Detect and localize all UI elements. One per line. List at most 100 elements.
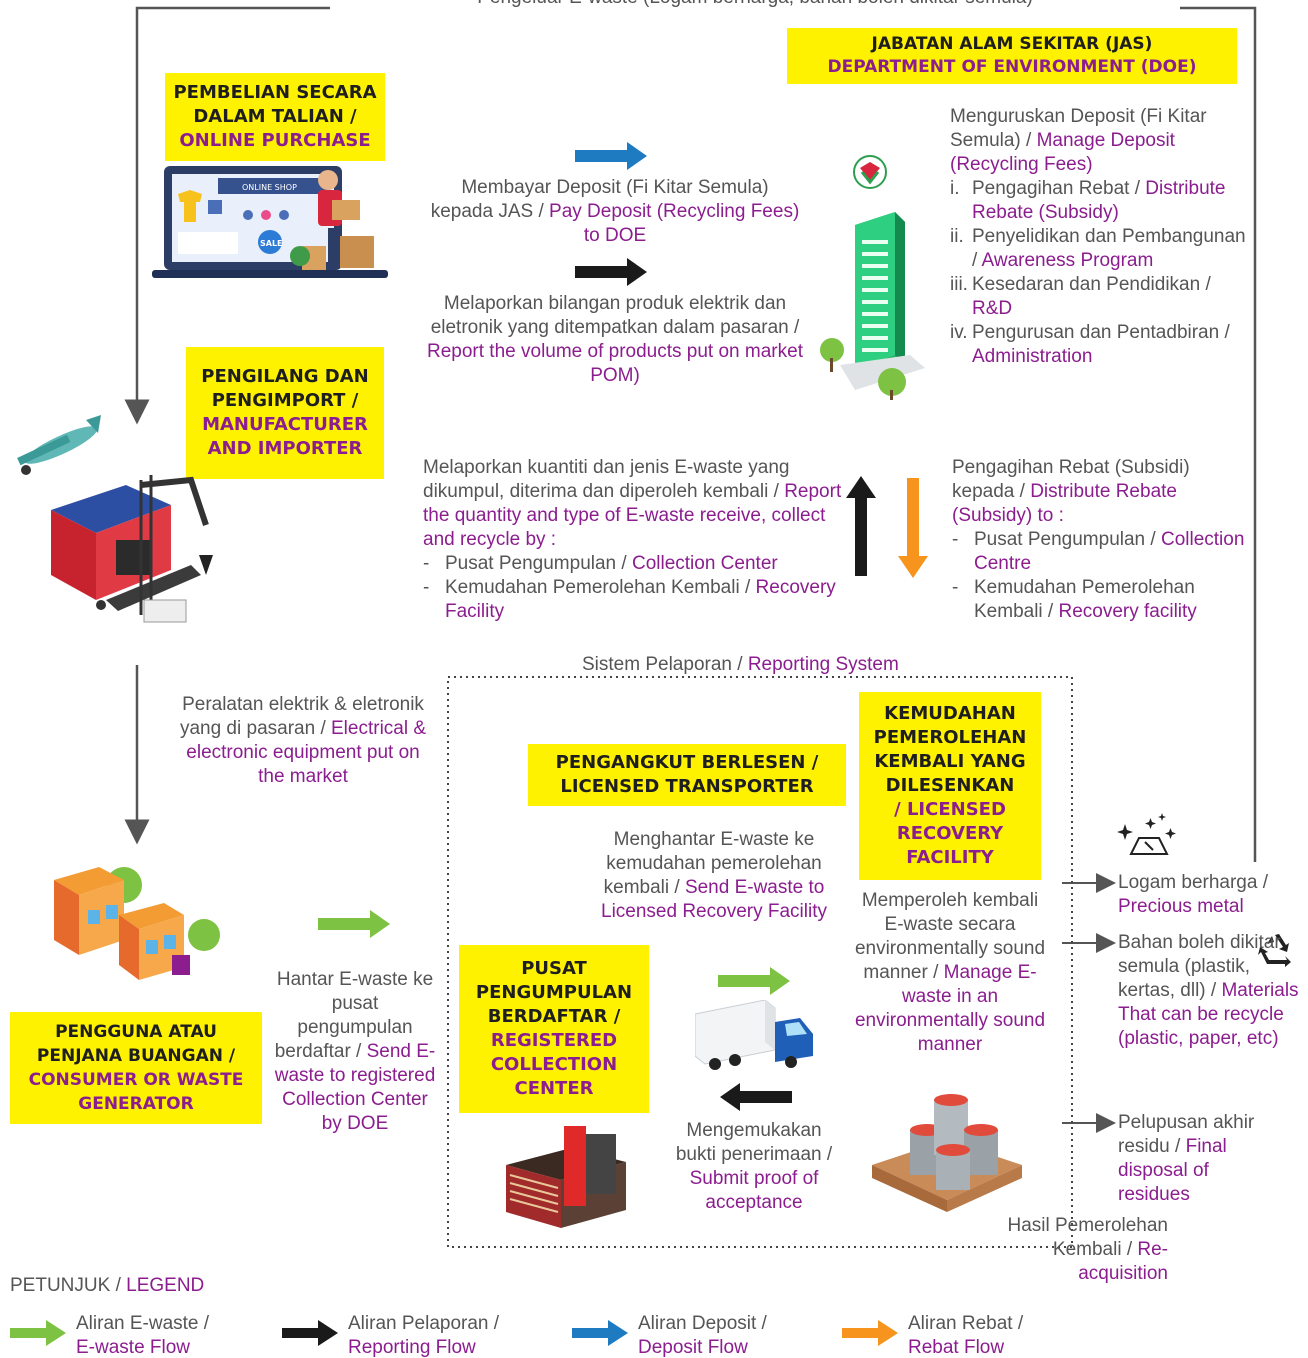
online-shop-illustration: ONLINE SHOP SALE bbox=[152, 160, 392, 282]
report-ewaste-en: Report the quantity and type of E-waste … bbox=[423, 481, 842, 550]
doe-item-en: Awareness Program bbox=[981, 250, 1154, 271]
send-recovery-text: Menghantar E-waste ke kemudahan pemerole… bbox=[580, 828, 848, 924]
recyclable-en: Materials That can be recycle (plastic, … bbox=[1118, 980, 1299, 1049]
manage-env-en: Manage E-waste in an environmentally sou… bbox=[854, 962, 1046, 1055]
legend-reporting-arrow-icon bbox=[282, 1320, 338, 1346]
proof-ms: Mengemukakan bukti penerimaan / bbox=[675, 1120, 833, 1165]
doe-item-ms: Pengurusan dan Pentadbiran / bbox=[972, 322, 1230, 343]
legend-item-ms: Aliran Pelaporan / bbox=[348, 1313, 500, 1334]
doe-item-num: ii. bbox=[950, 226, 964, 247]
rebate-item-ms: Pusat Pengumpulan / bbox=[974, 529, 1156, 550]
report-ewaste-item: -Pusat Pengumpulan / Collection Center bbox=[423, 553, 778, 574]
report-pom-ms: Melaporkan bilangan produk elektrik dan … bbox=[430, 293, 800, 338]
send-collection-en: Send E-waste to registered Collection Ce… bbox=[274, 1041, 436, 1134]
manage-env-text: Memperoleh kembali E-waste secara enviro… bbox=[852, 889, 1048, 1057]
reporting-system-label: Sistem Pelaporan / Reporting System bbox=[582, 653, 982, 677]
legend-item-ms: Aliran E-waste / bbox=[76, 1313, 210, 1334]
report-pom-text: Melaporkan bilangan produk elektrik dan … bbox=[420, 292, 810, 388]
recovery-plant-illustration bbox=[872, 1090, 1027, 1212]
doe-item-en: Administration bbox=[972, 346, 1093, 367]
disposal-ms: Pelupusan akhir residu / bbox=[1118, 1112, 1255, 1157]
proof-text: Mengemukakan bukti penerimaan / Submit p… bbox=[664, 1119, 844, 1215]
doe-item-num: iii. bbox=[950, 274, 968, 295]
recovery-box: KEMUDAHAN PEMEROLEHAN KEMBALI YANG DILES… bbox=[859, 692, 1041, 880]
doe-title-ms: JABATAN ALAM SEKITAR (JAS) bbox=[871, 34, 1153, 54]
recyclable-text: Bahan boleh dikitar semula (plastik, ker… bbox=[1118, 931, 1304, 1051]
transporter-box: PENGANGKUT BERLESEN / LICENSED TRANSPORT… bbox=[528, 744, 846, 806]
report-ewaste-item-ms: Pusat Pengumpulan / bbox=[445, 553, 627, 574]
send-collection-ms: Hantar E-waste ke pusat pengumpulan berd… bbox=[274, 969, 434, 1062]
consumer-box: PENGGUNA ATAU PENJANA BUANGAN / CONSUMER… bbox=[10, 1012, 262, 1124]
precious-metal-text: Logam berharga / Precious metal bbox=[1118, 871, 1308, 919]
doe-item-en: Distribute Rebate (Subsidy) bbox=[972, 178, 1226, 223]
rebate-down-arrow-icon bbox=[898, 478, 928, 578]
consumer-title-en: CONSUMER OR WASTE GENERATOR bbox=[28, 1070, 244, 1114]
doe-item: iv. Pengurusan dan Pentadbiran / Adminis… bbox=[950, 321, 1250, 369]
report-ewaste-item: -Kemudahan Pemerolehan Kembali / Recover… bbox=[423, 577, 836, 622]
rebate-en: Distribute Rebate (Subsidy) to : bbox=[952, 481, 1177, 526]
doe-item-ms: Kesedaran dan Pendidikan / bbox=[972, 274, 1211, 295]
legend-item-en: Reporting Flow bbox=[348, 1337, 476, 1358]
doe-item-num: iv. bbox=[950, 322, 968, 343]
precious-en: Precious metal bbox=[1118, 896, 1244, 917]
equipment-en: Electrical & electronic equipment put on… bbox=[186, 718, 427, 787]
legend-deposit-arrow-icon bbox=[572, 1320, 628, 1346]
consumer-title-ms: PENGGUNA ATAU PENJANA BUANGAN / bbox=[36, 1022, 236, 1066]
factory-illustration bbox=[6, 415, 226, 640]
pay-deposit-ms: Membayar Deposit (Fi Kitar Semula) kepad… bbox=[430, 177, 769, 222]
legend-item: Aliran E-waste / E-waste Flow bbox=[10, 1312, 270, 1358]
doe-manage-en: Manage Deposit (Recycling Fees) bbox=[950, 130, 1175, 175]
doe-building-illustration bbox=[810, 150, 930, 400]
online-title-ms: PEMBELIAN SECARA DALAM TALIAN / bbox=[173, 82, 377, 127]
top-caption: Pengeluar E-waste (Logam berharga, bahan… bbox=[330, 0, 1180, 10]
report-ewaste-item-ms: Kemudahan Pemerolehan Kembali / bbox=[445, 577, 751, 598]
reacquisition-ms: Hasil Pemerolehan Kembali / bbox=[1007, 1215, 1168, 1260]
recovery-title-en: / LICENSED RECOVERY FACILITY bbox=[894, 799, 1006, 868]
precious-metal-icon bbox=[1115, 812, 1185, 862]
rebate-text: Pengagihan Rebat (Subsidi) kepada / Dist… bbox=[952, 456, 1252, 624]
reacquisition-en: Re-acquisition bbox=[1078, 1239, 1168, 1284]
doe-item-ms: Penyelidikan dan Pembangunan / bbox=[972, 226, 1246, 271]
doe-item-en: R&D bbox=[972, 298, 1013, 319]
doe-item-ms: Pengagihan Rebat / bbox=[972, 178, 1140, 199]
doe-logo-icon bbox=[820, 155, 925, 400]
legend-title: PETUNJUK / LEGEND bbox=[10, 1274, 204, 1298]
legend-item-en: E-waste Flow bbox=[76, 1337, 191, 1358]
send-recovery-en: Send E-waste to Licensed Recovery Facili… bbox=[601, 877, 827, 922]
deposit-arrow-icon bbox=[575, 142, 647, 170]
collection-title-ms: PUSAT PENGUMPULAN BERDAFTAR / bbox=[475, 958, 633, 1027]
disposal-text: Pelupusan akhir residu / Final disposal … bbox=[1118, 1111, 1278, 1207]
manufacturer-title-en: MANUFACTURER AND IMPORTER bbox=[202, 414, 368, 459]
legend-title-en: LEGEND bbox=[126, 1275, 205, 1296]
legend-item-en: Deposit Flow bbox=[638, 1337, 748, 1358]
doe-title-box: JABATAN ALAM SEKITAR (JAS) DEPARTMENT OF… bbox=[787, 28, 1237, 84]
recycle-icon bbox=[1255, 932, 1295, 970]
houses-illustration bbox=[44, 855, 224, 985]
proof-en: Submit proof of acceptance bbox=[689, 1168, 819, 1213]
legend-item: Aliran Pelaporan / Reporting Flow bbox=[282, 1312, 562, 1358]
doe-manage-ms: Menguruskan Deposit (Fi Kitar Semula) / bbox=[950, 106, 1207, 151]
report-up-arrow-icon bbox=[846, 476, 876, 576]
report-ewaste-item-en: Collection Center bbox=[631, 553, 778, 574]
collection-building-illustration bbox=[496, 1120, 636, 1230]
sale-label: SALE bbox=[260, 239, 283, 248]
reporting-system-en: Reporting System bbox=[747, 654, 899, 675]
reporting-system-ms: Sistem Pelaporan / bbox=[582, 654, 743, 675]
rebate-item-en: Collection Centre bbox=[974, 529, 1245, 574]
send-collection-text: Hantar E-waste ke pusat pengumpulan berd… bbox=[272, 968, 438, 1136]
rebate-item-en: Recovery facility bbox=[1058, 601, 1197, 622]
airplane-icon bbox=[17, 415, 101, 475]
reacquisition-text: Hasil Pemerolehan Kembali / Re-acquisiti… bbox=[985, 1214, 1168, 1286]
equipment-text: Peralatan elektrik & eletronik yang di p… bbox=[178, 693, 428, 789]
rebate-item: -Kemudahan Pemerolehan Kembali / Recover… bbox=[952, 577, 1197, 622]
rebate-item-ms: Kemudahan Pemerolehan Kembali / bbox=[974, 577, 1195, 622]
legend-item: Aliran Rebat /Rebat Flow bbox=[842, 1312, 1102, 1358]
recovery-title-ms: KEMUDAHAN PEMEROLEHAN KEMBALI YANG DILES… bbox=[873, 703, 1027, 796]
doe-description: Menguruskan Deposit (Fi Kitar Semula) / … bbox=[950, 105, 1250, 369]
recyclable-ms: Bahan boleh dikitar semula (plastik, ker… bbox=[1118, 932, 1281, 1001]
pay-deposit-en: Pay Deposit (Recycling Fees) to DOE bbox=[549, 201, 800, 246]
online-title-en: ONLINE PURCHASE bbox=[179, 130, 371, 151]
report-pom-en: Report the volume of products put on mar… bbox=[427, 341, 803, 386]
online-shop-label: ONLINE SHOP bbox=[242, 183, 297, 192]
proof-black-arrow-icon bbox=[720, 1083, 792, 1111]
